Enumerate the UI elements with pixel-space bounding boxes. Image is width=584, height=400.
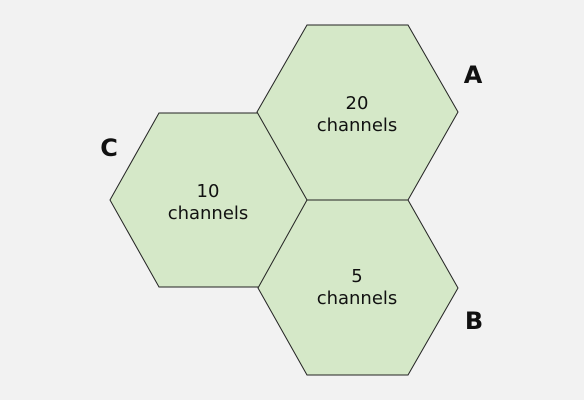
cell-a-label: A bbox=[464, 61, 483, 89]
cell-c-count: 10 bbox=[197, 181, 220, 202]
cell-b-hexagon bbox=[257, 199, 459, 376]
cell-b-unit: channels bbox=[317, 288, 398, 309]
cell-a-count: 20 bbox=[346, 93, 369, 114]
cell-b: 5 channels B bbox=[257, 199, 483, 376]
cell-b-label: B bbox=[465, 307, 483, 335]
cell-b-count: 5 bbox=[351, 266, 362, 287]
cell-c-label: C bbox=[100, 134, 118, 162]
cell-a-unit: channels bbox=[317, 115, 398, 136]
cell-a: 20 channels A bbox=[256, 24, 483, 201]
cell-c-unit: channels bbox=[168, 203, 249, 224]
